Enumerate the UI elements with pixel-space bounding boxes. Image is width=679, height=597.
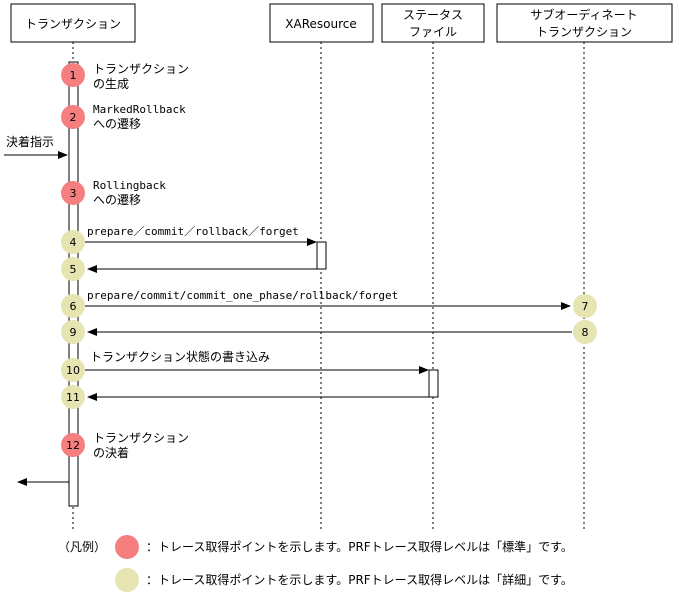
legend-title: （凡例） xyxy=(58,540,106,554)
participant-transaction-label: トランザクション xyxy=(25,17,121,31)
point-1-label-1: トランザクション xyxy=(93,62,189,76)
trace-point-12: 12 xyxy=(61,433,85,457)
participant-subordinate: サブオーディネート トランザクション xyxy=(496,3,673,43)
point-12-label-2: の決着 xyxy=(93,445,129,460)
trace-point-7: 7 xyxy=(573,294,597,318)
participant-status-file: ステータス ファイル xyxy=(381,3,485,43)
activation-xaresource xyxy=(316,241,327,270)
svg-text:3: 3 xyxy=(70,187,77,200)
svg-text:1: 1 xyxy=(70,69,77,82)
incoming-label: 決着指示 xyxy=(6,134,54,149)
trace-point-4: 4 xyxy=(61,230,85,254)
trace-point-3: 3 xyxy=(61,181,85,205)
trace-point-6: 6 xyxy=(61,294,85,318)
trace-point-11: 11 xyxy=(61,385,85,409)
legend-standard-swatch xyxy=(115,535,139,559)
participant-transaction: トランザクション xyxy=(10,3,136,43)
legend-detail-text: ：トレース取得ポイントを示します。PRFトレース取得レベルは「詳細」です。 xyxy=(146,572,573,587)
point-3-label-2: への遷移 xyxy=(93,193,141,207)
message-status-label: トランザクション状態の書き込み xyxy=(90,349,270,364)
participant-subordinate-label-2: トランザクション xyxy=(536,25,632,39)
svg-text:9: 9 xyxy=(70,326,77,339)
trace-point-1: 1 xyxy=(61,63,85,87)
trace-point-2: 2 xyxy=(61,105,85,129)
svg-text:7: 7 xyxy=(582,300,589,313)
activation-transaction xyxy=(68,61,79,507)
participant-subordinate-label-1: サブオーディネート xyxy=(530,7,637,22)
trace-point-10: 10 xyxy=(61,358,85,382)
point-2-label-1: MarkedRollback xyxy=(93,103,186,116)
trace-point-9: 9 xyxy=(61,320,85,344)
message-xa-label: prepare／commit／rollback／forget xyxy=(87,225,299,238)
participant-xaresource-label: XAResource xyxy=(285,17,356,31)
legend-detail-swatch xyxy=(115,568,139,592)
point-12-label-1: トランザクション xyxy=(93,431,189,445)
svg-text:5: 5 xyxy=(70,263,77,276)
legend-standard-text: ：トレース取得ポイントを示します。PRFトレース取得レベルは「標準」です。 xyxy=(146,539,573,554)
participant-status-file-label-1: ステータス xyxy=(403,8,463,22)
trace-point-8: 8 xyxy=(573,320,597,344)
point-2-label-2: への遷移 xyxy=(93,117,141,131)
point-3-label-1: Rollingback xyxy=(93,179,166,192)
svg-text:2: 2 xyxy=(70,111,77,124)
svg-text:6: 6 xyxy=(70,300,77,313)
point-1-label-2: の生成 xyxy=(93,77,129,91)
legend: （凡例） ：トレース取得ポイントを示します。PRFトレース取得レベルは「標準」で… xyxy=(58,535,573,592)
svg-text:4: 4 xyxy=(70,236,77,249)
activation-status-file xyxy=(428,369,439,398)
message-sub-label: prepare/commit/commit_one_phase/rollback… xyxy=(87,289,398,302)
svg-text:11: 11 xyxy=(66,391,80,404)
participant-xaresource: XAResource xyxy=(269,3,374,43)
participant-status-file-label-2: ファイル xyxy=(409,25,457,39)
svg-text:12: 12 xyxy=(66,439,80,452)
trace-point-5: 5 xyxy=(61,257,85,281)
svg-text:8: 8 xyxy=(582,326,589,339)
svg-text:10: 10 xyxy=(66,364,80,377)
